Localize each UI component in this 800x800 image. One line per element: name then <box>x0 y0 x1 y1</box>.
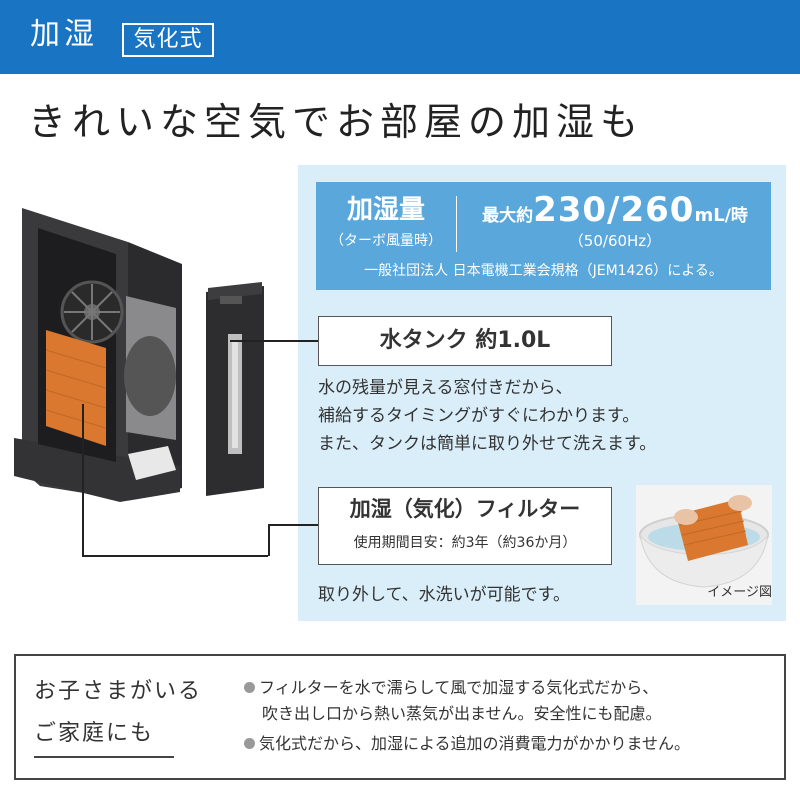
bullet-dot-icon <box>244 738 255 749</box>
kids-info-box <box>14 654 786 780</box>
photo-caption: イメージ図 <box>707 585 772 600</box>
filter-connector-line <box>82 555 268 557</box>
filter-connector-vertical <box>82 404 84 556</box>
bullet-dot-icon <box>244 682 255 693</box>
bullet-text: 吹き出し口から熱い蒸気が出ません。安全性にも配慮。 <box>262 704 662 723</box>
kids-heading-underline <box>34 756 174 758</box>
bullet-item: 気化式だから、加湿による追加の消費電力がかかりません。 <box>244 732 690 756</box>
spec-hz: （50/60Hz） <box>568 232 662 250</box>
header-badge: 気化式 <box>122 23 214 57</box>
tank-title: 水タンク 約1.0L <box>379 328 551 353</box>
filter-washing-image <box>636 485 772 605</box>
tank-desc-line: 水の残量が見える窓付きだから、 <box>318 378 573 398</box>
headline: きれいな空気でお部屋の加湿も <box>28 100 645 144</box>
bullet-text: 気化式だから、加湿による追加の消費電力がかかりません。 <box>259 734 691 753</box>
spec-value-unit: mL <box>694 205 725 226</box>
filter-subtitle: 使用期間目安：約3年（約36か月） <box>353 535 577 551</box>
humidifier-illustration <box>14 208 264 502</box>
filter-title: 加湿（気化）フィルター <box>349 497 581 521</box>
spec-note: 一般社団法人 日本電機工業会規格（JEM1426）による。 <box>364 263 723 279</box>
filter-connector-end <box>268 524 318 526</box>
spec-label-sub: （ターボ風量時） <box>330 233 442 249</box>
header-title: 加湿 <box>30 17 98 52</box>
kids-heading-line1: お子さまがいる <box>34 679 203 704</box>
bullet-item-continued: 吹き出し口から熱い蒸気が出ません。安全性にも配慮。 <box>262 702 662 726</box>
kids-heading-line2: ご家庭にも <box>34 721 155 746</box>
header-bar <box>0 0 800 74</box>
spec-value-about: 約 <box>516 206 534 226</box>
spec-divider <box>456 196 457 252</box>
spec-value: 最大約230/260mL/時 <box>465 188 765 238</box>
filter-connector-riser <box>268 524 270 556</box>
spec-value-numbers: 230/260 <box>533 190 695 230</box>
spec-box <box>316 182 771 290</box>
tank-desc-line: また、タンクは簡単に取り外せて洗えます。 <box>318 434 657 454</box>
filter-description: 取り外して、水洗いが可能です。 <box>318 585 570 605</box>
tank-desc-line: 補給するタイミングがすぐにわかります。 <box>318 406 640 426</box>
spec-label: 加湿量 <box>346 195 425 225</box>
spec-value-per: /時 <box>724 206 748 226</box>
tank-description: 水の残量が見える窓付きだから、 補給するタイミングがすぐにわかります。 また、タ… <box>318 374 788 458</box>
tank-label-box <box>318 316 612 366</box>
spec-value-prefix: 最大 <box>482 206 517 226</box>
filter-label-box <box>318 487 612 565</box>
bullet-item: フィルターを水で濡らして風で加湿する気化式だから、 <box>244 676 658 700</box>
bullet-text: フィルターを水で濡らして風で加湿する気化式だから、 <box>259 678 659 697</box>
tank-connector-line <box>230 340 318 342</box>
